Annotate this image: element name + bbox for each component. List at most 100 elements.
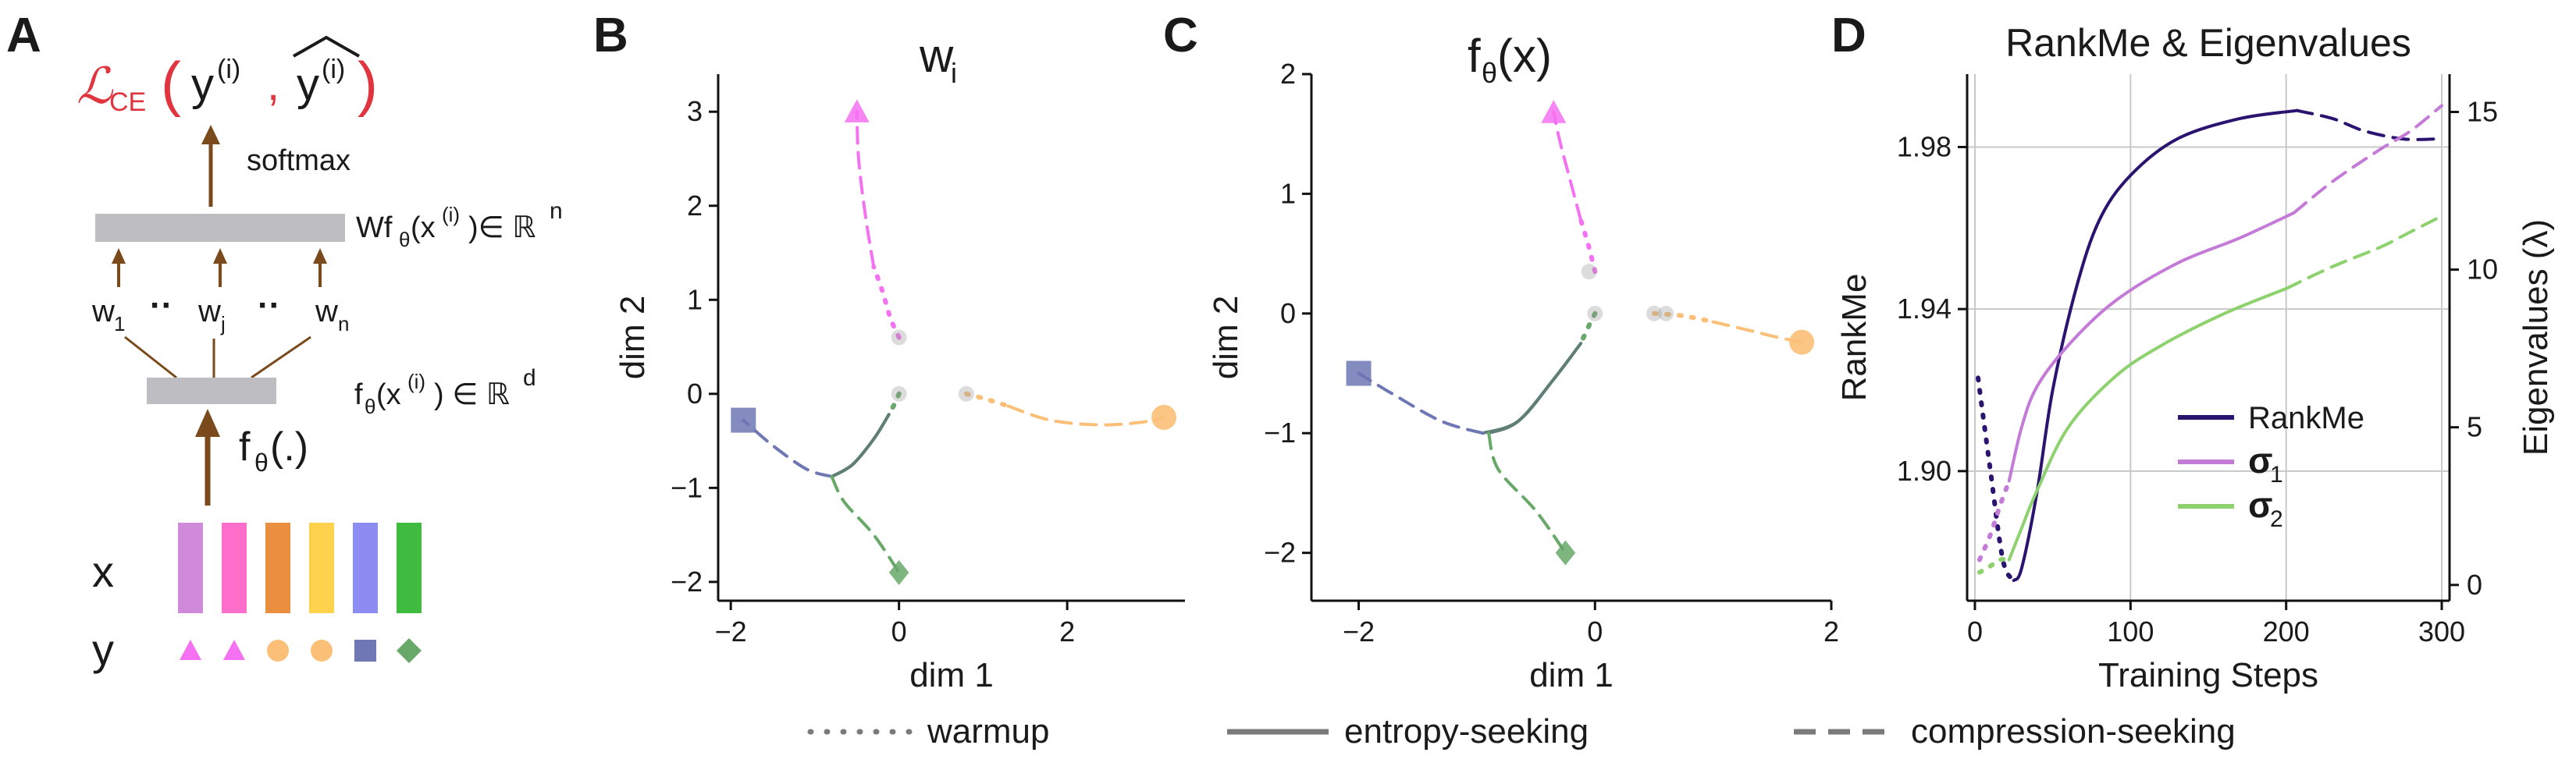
wn-sub: n (338, 312, 349, 335)
logits-sup1: (i) (442, 203, 460, 226)
y-tick-label: 1.90 (1897, 455, 1952, 487)
y2-tick-label: 0 (2467, 569, 2482, 601)
x-tick-label: 0 (1967, 616, 1983, 648)
y-axis-label: RankMe (1835, 274, 1873, 402)
end-marker-circle (1789, 329, 1815, 355)
label-square (354, 640, 376, 662)
wn-label: w (315, 294, 338, 328)
x-tick-label: 100 (2107, 616, 2154, 648)
y-tick-label: 1.98 (1897, 130, 1952, 162)
softmax-arrowhead (201, 125, 220, 144)
end-marker-square (1346, 360, 1372, 386)
w1-sub: 1 (114, 312, 125, 335)
x-row-label: x (92, 547, 114, 596)
x-axis-label: dim 1 (909, 656, 994, 694)
y-tick-label: −2 (671, 566, 703, 598)
dots-left: ·· (150, 286, 173, 325)
y-tick-label: −2 (1264, 537, 1296, 569)
feat-post: (x (376, 378, 401, 411)
loss-comma: , (267, 59, 279, 110)
legend-label-sub: 1 (2270, 462, 2283, 488)
connector-wn (251, 335, 311, 379)
y2-tick-label: 5 (2467, 411, 2482, 443)
trajectory-entropy (830, 413, 891, 478)
y-tick-label: 1.94 (1897, 293, 1952, 325)
feature-label: f θ (x (i) ) ∈ ℝ d (354, 365, 536, 418)
softmax-label: softmax (247, 144, 350, 177)
start-point (891, 329, 907, 346)
series-line-compression (2292, 104, 2443, 215)
end-marker-triangle (1541, 100, 1567, 123)
end-marker-square (731, 407, 756, 433)
connector-w1 (124, 335, 177, 379)
loss-symbol: ℒ (76, 58, 114, 114)
panel-b-letter: B (593, 9, 628, 62)
input-x3 (265, 523, 290, 613)
y-axis-label: dim 2 (1207, 296, 1245, 380)
panel-a: A ℒ CE ( y (i) , y (i) ) softmax Wf θ (x… (6, 9, 563, 674)
series-line-entropy (2007, 211, 2296, 483)
logits-sub: θ (399, 228, 410, 251)
end-marker-triangle (844, 99, 870, 122)
start-point (958, 385, 974, 402)
input-x5 (353, 523, 378, 613)
y-tick-label: 0 (1280, 297, 1296, 329)
panel-c-title-sub: θ (1482, 57, 1497, 89)
encoder-sub: θ (254, 449, 269, 477)
panel-d-letter: D (1831, 9, 1866, 62)
encoder-arrowhead (195, 409, 220, 437)
start-point (1581, 264, 1597, 280)
x-tick-label: 2 (1823, 616, 1839, 648)
x-tick-label: 200 (2263, 616, 2310, 648)
legend-solid-label: entropy-seeking (1344, 712, 1589, 751)
logits-bar (95, 214, 345, 242)
end-marker-diamond (1555, 540, 1576, 566)
y-tick-label: −1 (1264, 417, 1296, 449)
trajectory-compression (742, 418, 834, 478)
series-line-warmup (1976, 375, 2016, 583)
logits-sup2: n (550, 198, 563, 224)
series-line-entropy (2012, 108, 2299, 582)
y-axis-label: dim 2 (614, 296, 652, 380)
y2-tick-label: 15 (2467, 96, 2498, 128)
label-circle-2 (311, 640, 333, 662)
trajectory-warmup (963, 391, 1011, 409)
w1-label: w (91, 294, 115, 328)
y-tick-label: 3 (687, 95, 703, 127)
start-point (1587, 305, 1603, 321)
y2-axis-label: Eigenvalues (λ) (2517, 219, 2555, 456)
encoder-post: (.) (270, 424, 308, 470)
logits-pre: Wf (356, 211, 393, 244)
label-samples (180, 638, 422, 663)
panel-c-title-post: (x) (1497, 30, 1552, 82)
logits-post: (x (411, 211, 436, 244)
input-x6 (397, 523, 422, 613)
legend-label: RankMe (2248, 401, 2364, 435)
wj-label: w (197, 294, 221, 328)
y-tick-label: 2 (1280, 58, 1296, 90)
feat-sup1: (i) (407, 370, 425, 393)
input-samples (178, 523, 422, 613)
feat-sub: θ (365, 395, 375, 418)
legend-dotted-label: warmup (927, 712, 1050, 751)
loss-y-hat: y (297, 59, 319, 110)
y-tick-label: −1 (671, 471, 703, 503)
y2-tick-label: 10 (2467, 254, 2498, 286)
x-tick-label: 300 (2418, 616, 2465, 648)
trajectory-compression (1487, 431, 1567, 555)
label-circle-1 (267, 640, 289, 662)
x-axis-label: Training Steps (2098, 656, 2318, 694)
series-line-entropy (2007, 286, 2288, 562)
dots-right: ·· (258, 286, 280, 325)
logits-close: )∈ ℝ (468, 211, 535, 244)
y-tick-label: 1 (687, 283, 703, 315)
trajectory-compression (1357, 371, 1485, 435)
trajectory-compression (855, 110, 876, 269)
